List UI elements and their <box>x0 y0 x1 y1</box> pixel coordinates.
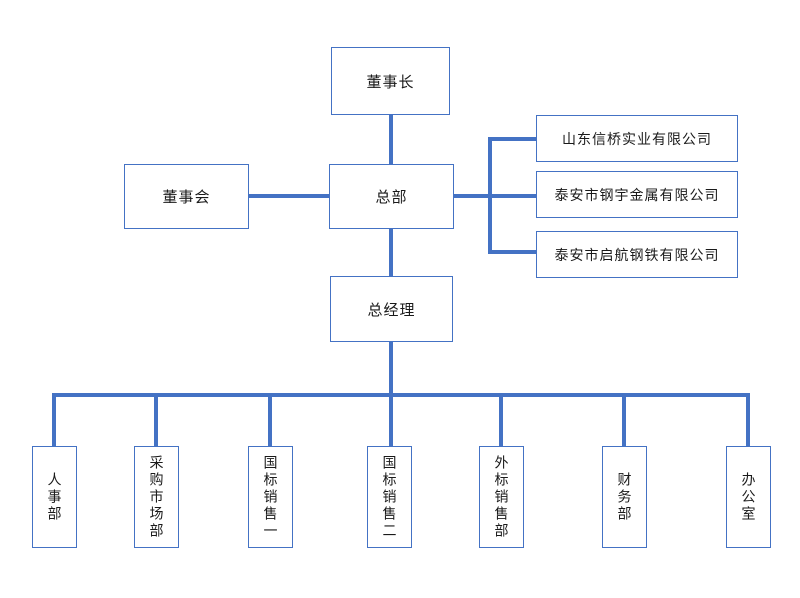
node-dept-waibiaoxiaoshoubu[interactable]: 外标销售部 <box>479 446 524 548</box>
connector-drop-dept-3 <box>268 393 272 446</box>
node-dept-renshibu-label: 人事部 <box>46 471 63 523</box>
node-dept-waibiaoxiaoshoubu-label: 外标销售部 <box>493 454 510 540</box>
connector-headquarters-gm <box>389 229 393 276</box>
connector-drop-dept-6 <box>622 393 626 446</box>
connector-bracket-top-stub <box>488 137 536 141</box>
node-dept-guobiaoxiaoshou-2-label: 国标销售二 <box>381 454 398 540</box>
node-dept-bangongshi-label: 办公室 <box>740 471 757 523</box>
node-subsidiary-2-label: 泰安市钢宇金属有限公司 <box>554 186 720 203</box>
node-dept-caiwubu[interactable]: 财务部 <box>602 446 647 548</box>
node-dept-guobiaoxiaoshou-1-label: 国标销售一 <box>262 454 279 540</box>
node-general-manager[interactable]: 总经理 <box>330 276 453 342</box>
node-board-label: 董事会 <box>162 189 211 206</box>
connector-drop-dept-7 <box>746 393 750 446</box>
node-subsidiary-1-label: 山东信桥实业有限公司 <box>562 130 712 147</box>
node-chairman-label: 董事长 <box>366 73 415 91</box>
node-dept-bangongshi[interactable]: 办公室 <box>726 446 771 548</box>
node-headquarters[interactable]: 总部 <box>329 164 454 229</box>
connector-bracket-vertical <box>488 137 492 254</box>
node-subsidiary-1[interactable]: 山东信桥实业有限公司 <box>536 115 738 162</box>
connector-headquarters-bracket <box>454 194 536 198</box>
connector-drop-dept-2 <box>154 393 158 446</box>
node-subsidiary-2[interactable]: 泰安市钢宇金属有限公司 <box>536 171 738 218</box>
node-general-manager-label: 总经理 <box>367 301 416 319</box>
connector-drop-dept-5 <box>499 393 503 446</box>
node-dept-renshibu[interactable]: 人事部 <box>32 446 77 548</box>
node-subsidiary-3[interactable]: 泰安市启航钢铁有限公司 <box>536 231 738 278</box>
node-board[interactable]: 董事会 <box>124 164 249 229</box>
node-dept-guobiaoxiaoshou-2[interactable]: 国标销售二 <box>367 446 412 548</box>
connector-drop-dept-1 <box>52 393 56 446</box>
node-dept-caiwubu-label: 财务部 <box>616 471 633 523</box>
node-chairman[interactable]: 董事长 <box>331 47 450 115</box>
connector-bracket-bottom-stub <box>488 250 536 254</box>
node-subsidiary-3-label: 泰安市启航钢铁有限公司 <box>554 246 720 263</box>
node-dept-guobiaoxiaoshou-1[interactable]: 国标销售一 <box>248 446 293 548</box>
node-dept-caigoushichangbu[interactable]: 采购市场部 <box>134 446 179 548</box>
connector-board-headquarters <box>249 194 329 198</box>
node-dept-caigoushichangbu-label: 采购市场部 <box>148 454 165 540</box>
connector-trunk-horizontal <box>52 393 750 397</box>
node-headquarters-label: 总部 <box>375 189 408 206</box>
connector-chairman-headquarters <box>389 115 393 164</box>
